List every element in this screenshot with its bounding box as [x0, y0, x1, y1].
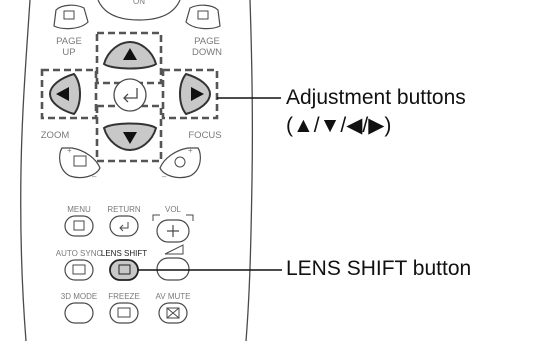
right-arrow-icon — [191, 87, 204, 101]
menu-label: MENU — [67, 205, 91, 214]
av-mute-icon — [166, 307, 180, 319]
av-mute-label: AV MUTE — [156, 292, 191, 301]
freeze-label: FREEZE — [108, 292, 140, 301]
page-down-button[interactable] — [185, 4, 221, 30]
enter-icon — [123, 88, 138, 103]
focus-icon — [174, 156, 186, 168]
page-up-button[interactable] — [53, 4, 89, 30]
3d-mode-label: 3D MODE — [61, 292, 97, 301]
page-down-icon — [197, 10, 209, 20]
up-arrow-icon — [123, 48, 137, 60]
left-button-highlight — [40, 68, 98, 120]
vol-plus-button[interactable] — [156, 219, 190, 243]
av-mute-button[interactable] — [158, 302, 188, 324]
freeze-icon — [117, 307, 131, 318]
adjustment-buttons-symbols: (▲/▼/◀/▶) — [286, 114, 392, 137]
return-icon — [119, 222, 129, 232]
vol-bracket — [152, 214, 194, 221]
focus-rocker[interactable]: + – — [159, 146, 201, 181]
lens-shift-button-callout: LENS SHIFT button — [286, 257, 472, 280]
zoom-icon — [73, 155, 87, 167]
page-up-icon — [63, 10, 75, 20]
lens-shift-label: LENS SHIFT — [101, 249, 147, 258]
zoom-rocker[interactable]: + – — [59, 146, 101, 181]
down-button-highlight — [95, 104, 163, 163]
right-button[interactable] — [179, 72, 212, 116]
focus-label: FOCUS — [188, 130, 221, 141]
lens-shift-icon — [118, 264, 131, 275]
menu-button[interactable] — [64, 215, 94, 237]
zoom-minus: – — [92, 172, 97, 181]
right-button-highlight — [161, 68, 219, 120]
on-label: ON — [133, 0, 145, 6]
vol-label: VOL — [165, 205, 182, 214]
remote-body-outline — [20, 0, 254, 341]
left-button[interactable] — [48, 72, 81, 116]
vol-minus-button[interactable] — [156, 257, 190, 281]
page-up-label-line2: UP — [62, 47, 75, 58]
plus-icon — [167, 225, 179, 237]
freeze-button[interactable] — [109, 302, 139, 324]
auto-sync-label: AUTO SYNC — [56, 249, 103, 258]
page-down-label-line1: PAGE — [194, 36, 220, 47]
return-button[interactable] — [109, 215, 139, 237]
zoom-label: ZOOM — [41, 130, 70, 141]
page-up-label-line1: PAGE — [56, 36, 82, 47]
lens-shift-button[interactable] — [109, 259, 139, 281]
volume-ramp-icon — [164, 244, 184, 255]
down-arrow-icon — [123, 132, 137, 144]
on-button-arc — [97, 0, 181, 21]
3d-mode-button[interactable] — [64, 302, 94, 324]
focus-minus: – — [162, 172, 167, 181]
zoom-plus: + — [67, 146, 72, 155]
left-arrow-icon — [56, 87, 69, 101]
down-button[interactable] — [102, 122, 158, 152]
focus-plus: + — [188, 146, 193, 155]
up-button[interactable] — [102, 40, 158, 70]
page-down-label-line2: DOWN — [192, 47, 222, 58]
auto-sync-button[interactable] — [64, 259, 94, 281]
return-label: RETURN — [107, 205, 141, 214]
menu-icon — [73, 220, 85, 231]
auto-sync-icon — [72, 264, 86, 275]
enter-button[interactable] — [113, 78, 147, 112]
adjustment-buttons-title: Adjustment buttons — [286, 86, 466, 109]
